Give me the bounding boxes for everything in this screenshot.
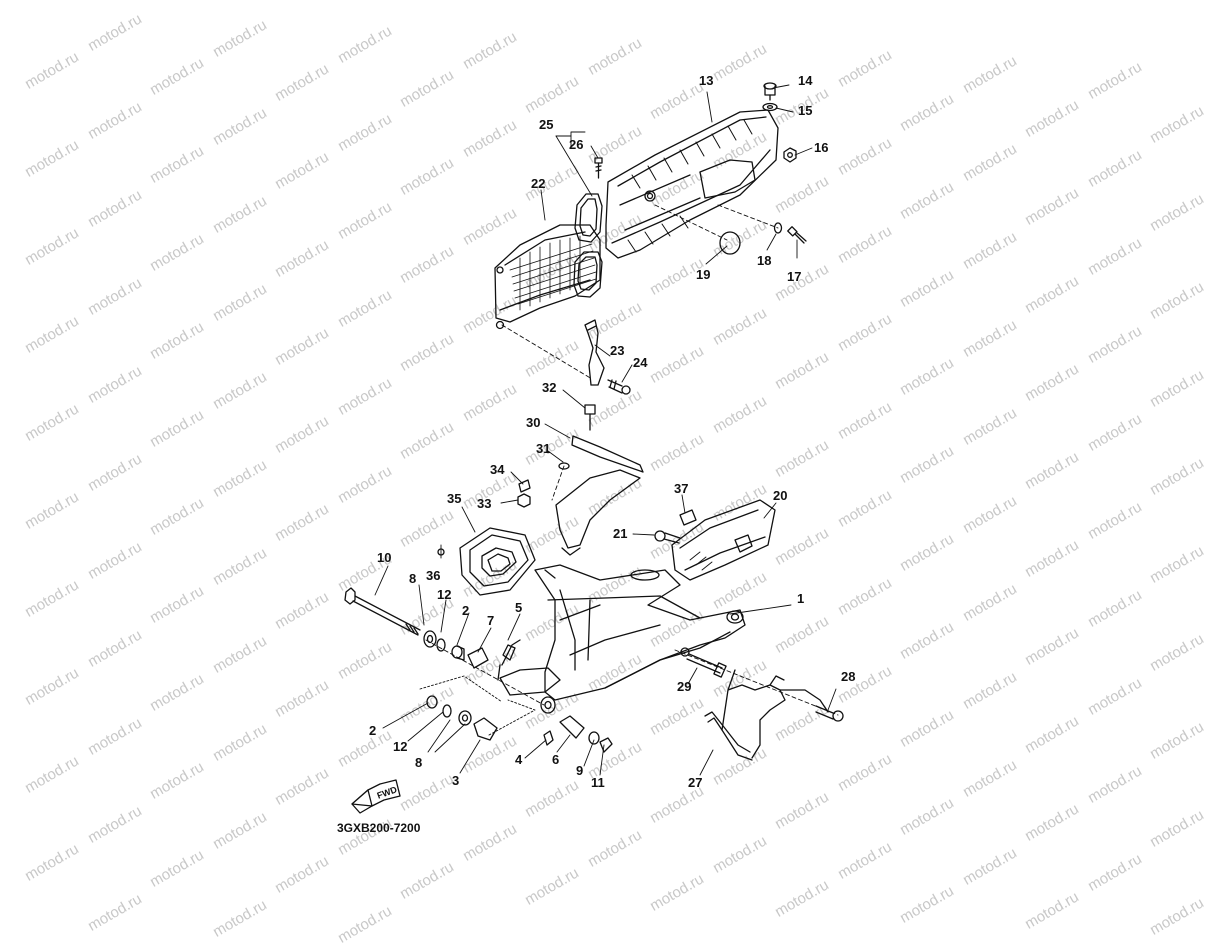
callout-34: 34 <box>490 462 505 477</box>
callout-28: 28 <box>841 669 856 684</box>
callout-32: 32 <box>542 380 557 395</box>
callout-23: 23 <box>610 343 625 358</box>
seal-25 <box>573 193 603 298</box>
bushings <box>423 630 613 753</box>
callout-2: 2 <box>462 603 470 618</box>
callout-27: 27 <box>688 775 703 790</box>
callout-2: 2 <box>369 723 377 738</box>
callout-25: 25 <box>539 117 554 132</box>
callout-35: 35 <box>447 491 462 506</box>
callout-12: 12 <box>437 587 452 602</box>
callout-16: 16 <box>814 140 829 155</box>
callout-12: 12 <box>393 739 408 754</box>
callout-8: 8 <box>409 571 417 586</box>
callout-20: 20 <box>773 488 788 503</box>
callout-10: 10 <box>377 550 392 565</box>
chain-slider-35 <box>437 527 536 596</box>
callout-29: 29 <box>677 679 692 694</box>
callout-36: 36 <box>426 568 441 583</box>
callout-19: 19 <box>696 267 711 282</box>
bolt-29 <box>680 647 727 678</box>
diagram-code: 3GXB200-7200 <box>337 821 421 835</box>
callout-13: 13 <box>699 73 714 88</box>
callout-6: 6 <box>552 752 560 767</box>
callout-18: 18 <box>757 253 772 268</box>
callout-1: 1 <box>797 591 805 606</box>
callout-11: 11 <box>591 775 605 790</box>
callout-26: 26 <box>569 137 584 152</box>
callout-37: 37 <box>674 481 689 496</box>
exploded-view-drawing: FWD <box>344 82 844 814</box>
callout-17: 17 <box>787 269 802 284</box>
callout-30: 30 <box>526 415 541 430</box>
bolt-26 <box>594 157 603 179</box>
bracket-23 <box>584 319 605 386</box>
callout-14: 14 <box>798 73 813 88</box>
callout-15: 15 <box>798 103 813 118</box>
callout-4: 4 <box>515 752 523 767</box>
bolt-24 <box>607 379 631 395</box>
callout-8: 8 <box>415 755 423 770</box>
callout-22: 22 <box>531 176 546 191</box>
chain-guide-30 <box>555 404 644 556</box>
callout-7: 7 <box>487 613 495 628</box>
chain-puller-20 <box>671 499 776 581</box>
bolt-21 <box>654 530 681 544</box>
callout-24: 24 <box>633 355 648 370</box>
leader-lines <box>374 84 839 776</box>
callout-33: 33 <box>477 496 492 511</box>
guard-27 <box>704 669 829 761</box>
callout-3: 3 <box>452 773 460 788</box>
nut-33-34 <box>517 479 531 508</box>
fwd-arrow-icon: FWD <box>351 779 401 814</box>
fasteners-17-18-19 <box>719 222 807 255</box>
fasteners-14-15-16 <box>762 82 797 163</box>
callout-21: 21 <box>613 526 628 541</box>
chain-guard-13 <box>605 109 779 259</box>
callout-5: 5 <box>515 600 523 615</box>
swingarm-1 <box>497 564 746 714</box>
pivot-shaft-10 <box>344 587 421 636</box>
callout-31: 31 <box>536 441 551 456</box>
callout-9: 9 <box>576 763 584 778</box>
bolt-28 <box>815 705 844 722</box>
